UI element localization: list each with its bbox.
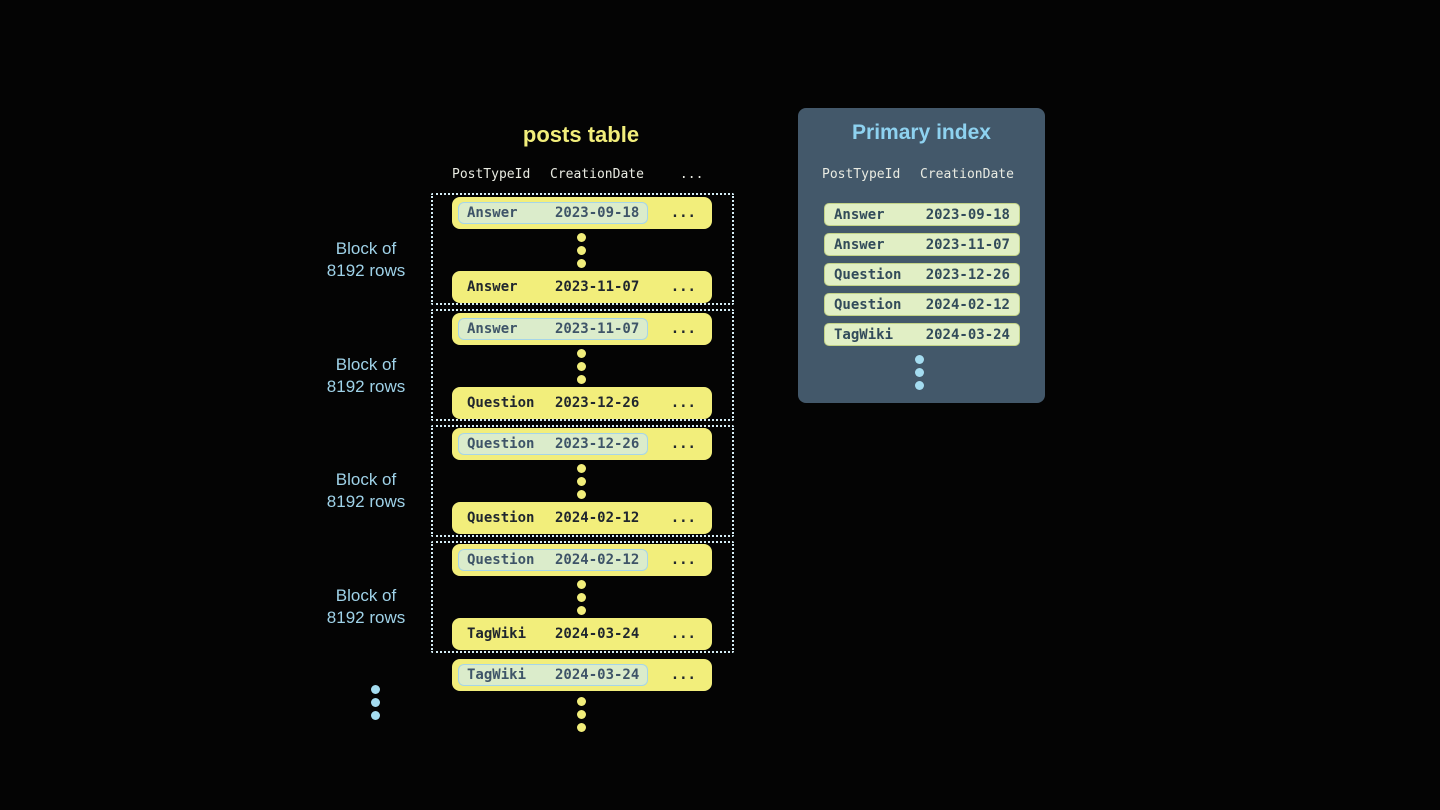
- cell-creationdate: 2023-12-26: [555, 436, 640, 452]
- table-row-block3-first: Question 2023-12-26 ...: [452, 428, 712, 460]
- cell-posttypeid: Answer: [834, 236, 885, 253]
- table-row-overflow: TagWiki 2024-03-24 ...: [452, 659, 712, 691]
- cell-creationdate: 2024-02-12: [925, 296, 1010, 313]
- row-ellipsis: ...: [670, 279, 696, 295]
- block-outline-3: [431, 425, 734, 537]
- row-ellipsis: ...: [670, 552, 696, 568]
- column-header-posttypeid: PostTypeId: [822, 167, 901, 182]
- block-label-line1: Block of: [335, 586, 397, 605]
- column-header-posttypeid: PostTypeId: [452, 167, 531, 182]
- cell-creationdate: 2023-11-07: [925, 236, 1010, 253]
- indexed-entry-highlight: TagWiki 2024-03-24: [458, 664, 649, 686]
- block-outline-4: [431, 541, 734, 653]
- index-row: Question 2024-02-12: [824, 293, 1020, 316]
- block-label-line1: Block of: [335, 470, 397, 489]
- block-label-1: Block of 8192 rows: [296, 238, 436, 282]
- indexed-entry-highlight: Answer 2023-11-07: [458, 318, 649, 340]
- indexed-entry-highlight: Answer 2023-09-18: [458, 202, 649, 224]
- cell-posttypeid: TagWiki: [834, 326, 894, 343]
- block-label-line1: Block of: [335, 355, 397, 374]
- cell-posttypeid: TagWiki: [467, 626, 527, 642]
- block-outline-2: [431, 309, 734, 421]
- cell-posttypeid: Question: [834, 266, 902, 283]
- cell-posttypeid: Answer: [834, 206, 885, 223]
- table-row-block4-last: TagWiki 2024-03-24 ...: [452, 618, 712, 650]
- block-outline-1: [431, 193, 734, 305]
- cell-posttypeid: Question: [467, 436, 535, 452]
- indexed-entry-highlight: Question 2023-12-26: [458, 433, 649, 455]
- table-row-block1-last: Answer 2023-11-07 ...: [452, 271, 712, 303]
- primary-index-title: Primary index: [852, 121, 991, 144]
- table-row-block2-last: Question 2023-12-26 ...: [452, 387, 712, 419]
- table-row-block3-last: Question 2024-02-12 ...: [452, 502, 712, 534]
- row-ellipsis: ...: [670, 205, 696, 221]
- row-ellipsis: ...: [670, 436, 696, 452]
- block-label-line1: Block of: [335, 239, 397, 258]
- primary-index-column-headers: PostTypeId CreationDate: [822, 167, 1014, 182]
- column-header-ellipsis: ...: [679, 167, 704, 182]
- index-row: Question 2023-12-26: [824, 263, 1020, 286]
- block-label-line2: 8192 rows: [326, 608, 406, 627]
- row-ellipsis: ...: [670, 667, 696, 683]
- row-entry: Answer 2023-11-07: [458, 276, 648, 298]
- vertical-ellipsis-blocks: [371, 685, 380, 720]
- block-label-3: Block of 8192 rows: [296, 469, 436, 513]
- cell-creationdate: 2024-03-24: [925, 326, 1010, 343]
- block-label-line2: 8192 rows: [326, 377, 406, 396]
- cell-posttypeid: TagWiki: [467, 667, 527, 683]
- posts-table-column-headers: PostTypeId CreationDate ...: [452, 167, 703, 182]
- block-label-4: Block of 8192 rows: [296, 585, 436, 629]
- row-ellipsis: ...: [670, 395, 696, 411]
- block-label-line2: 8192 rows: [326, 261, 406, 280]
- index-row: Answer 2023-11-07: [824, 233, 1020, 256]
- table-row-block4-first: Question 2024-02-12 ...: [452, 544, 712, 576]
- table-row-block1-first: Answer 2023-09-18 ...: [452, 197, 712, 229]
- cell-creationdate: 2023-12-26: [925, 266, 1010, 283]
- column-header-creationdate: CreationDate: [920, 167, 1014, 182]
- vertical-ellipsis-index: [915, 355, 924, 390]
- block-label-2: Block of 8192 rows: [296, 354, 436, 398]
- cell-creationdate: 2024-02-12: [555, 552, 640, 568]
- cell-posttypeid: Question: [467, 552, 535, 568]
- row-ellipsis: ...: [670, 321, 696, 337]
- indexed-entry-highlight: Question 2024-02-12: [458, 549, 649, 571]
- cell-creationdate: 2023-11-07: [555, 321, 640, 337]
- cell-creationdate: 2024-02-12: [555, 510, 640, 526]
- vertical-ellipsis-rows: [577, 349, 586, 384]
- cell-posttypeid: Question: [467, 395, 535, 411]
- vertical-ellipsis-rows: [577, 233, 586, 268]
- row-ellipsis: ...: [670, 626, 696, 642]
- index-row: Answer 2023-09-18: [824, 203, 1020, 226]
- cell-posttypeid: Question: [834, 296, 902, 313]
- cell-creationdate: 2023-09-18: [925, 206, 1010, 223]
- vertical-ellipsis-rows: [577, 464, 586, 499]
- cell-posttypeid: Answer: [467, 321, 518, 337]
- block-label-line2: 8192 rows: [326, 492, 406, 511]
- vertical-ellipsis-rows: [577, 580, 586, 615]
- cell-creationdate: 2024-03-24: [555, 626, 640, 642]
- vertical-ellipsis-rows: [577, 697, 586, 732]
- table-row-block2-first: Answer 2023-11-07 ...: [452, 313, 712, 345]
- row-entry: Question 2024-02-12: [458, 507, 648, 529]
- cell-posttypeid: Answer: [467, 279, 518, 295]
- cell-posttypeid: Question: [467, 510, 535, 526]
- cell-creationdate: 2023-11-07: [555, 279, 640, 295]
- primary-index-panel: Primary index PostTypeId CreationDate An…: [798, 108, 1045, 403]
- cell-creationdate: 2024-03-24: [555, 667, 640, 683]
- column-header-creationdate: CreationDate: [550, 167, 644, 182]
- cell-creationdate: 2023-12-26: [555, 395, 640, 411]
- cell-posttypeid: Answer: [467, 205, 518, 221]
- row-entry: Question 2023-12-26: [458, 392, 648, 414]
- cell-creationdate: 2023-09-18: [555, 205, 640, 221]
- row-entry: TagWiki 2024-03-24: [458, 623, 648, 645]
- row-ellipsis: ...: [670, 510, 696, 526]
- index-row: TagWiki 2024-03-24: [824, 323, 1020, 346]
- posts-table-title: posts table: [522, 122, 640, 147]
